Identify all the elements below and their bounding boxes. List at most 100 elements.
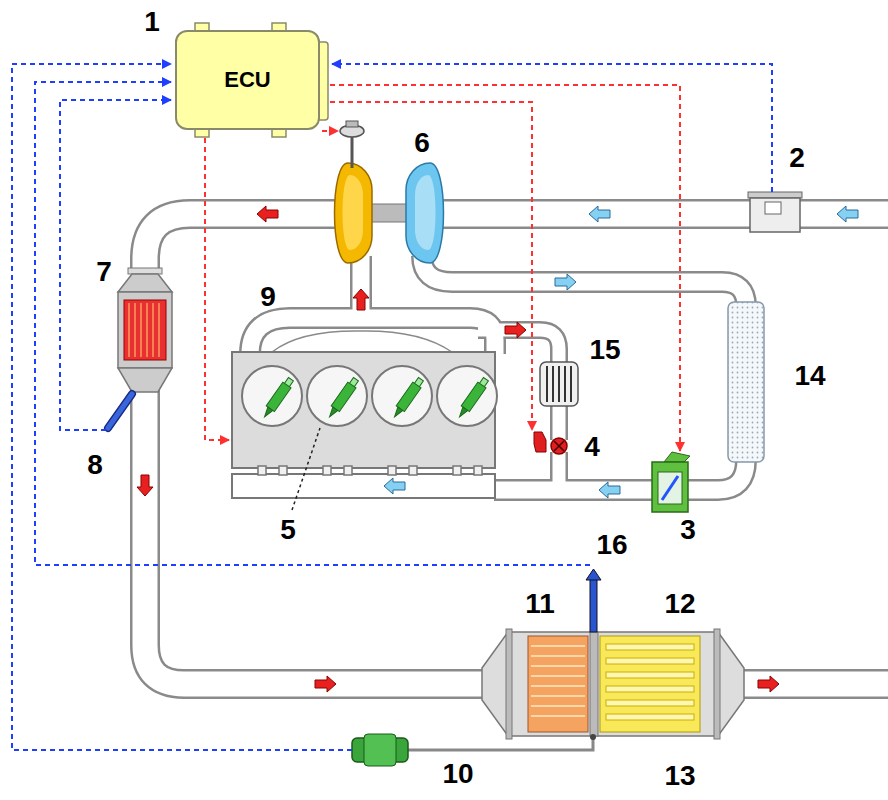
throttle-valve	[652, 462, 688, 512]
cooler-fin	[564, 366, 566, 402]
intake-port	[388, 466, 396, 475]
element-channel	[531, 715, 585, 717]
cooler-fin	[558, 366, 560, 402]
flow-arrow	[353, 289, 369, 310]
exhaust-pipe	[145, 214, 338, 274]
intake-port	[474, 466, 482, 475]
flow-arrow	[384, 478, 405, 494]
pressure-sensor	[364, 734, 396, 766]
element-channel	[531, 665, 585, 667]
callout-number: 8	[87, 451, 103, 479]
flow-arrow	[589, 206, 610, 222]
flow-arrow	[555, 274, 576, 290]
exhaust-sensor	[108, 394, 132, 428]
throttle-actuator	[664, 452, 690, 462]
aftertreatment-can	[508, 632, 718, 736]
catalyst-channel	[134, 303, 136, 357]
catalyst-channel	[158, 303, 160, 357]
filter-channel	[606, 714, 694, 720]
callout-number: 10	[442, 760, 473, 788]
throttle-valve	[658, 472, 682, 504]
element-channel	[531, 675, 585, 677]
compressor	[406, 163, 444, 263]
catalyst-channel	[146, 303, 148, 357]
filter-channel	[606, 686, 694, 692]
control-signal	[330, 85, 680, 451]
catalyst-core	[124, 300, 166, 360]
wastegate-actuator	[346, 121, 358, 127]
temperature-sensor	[590, 578, 597, 632]
callout-number: 2	[789, 144, 805, 172]
intake-port	[453, 466, 461, 475]
flow-arrow	[257, 206, 278, 222]
can-collar	[506, 629, 512, 739]
callout-number: 3	[680, 516, 696, 544]
flow-arrow	[505, 322, 526, 338]
particulate-filter	[600, 636, 700, 732]
cooler-fin	[552, 366, 554, 402]
catalyst-collar	[128, 268, 162, 274]
filter-channel	[606, 672, 694, 678]
injector	[455, 376, 490, 419]
exhaust-manifold	[250, 318, 495, 354]
egr-cooler	[540, 362, 578, 406]
filter-channel	[606, 644, 694, 650]
compressor-highlight	[415, 175, 436, 250]
catalyst-channel	[140, 303, 142, 357]
ecu-label: ECU	[224, 67, 270, 93]
element-channel	[531, 655, 585, 657]
intake-port	[279, 466, 287, 475]
intake-pipe	[442, 199, 888, 229]
element-channel	[531, 695, 585, 697]
intake-pipe	[442, 202, 888, 227]
filter-channel	[606, 658, 694, 664]
catalyst-housing	[118, 274, 172, 292]
tailpipe	[742, 669, 888, 699]
callout-number: 11	[525, 590, 555, 618]
element-channel	[531, 685, 585, 687]
egr-actuator	[534, 432, 546, 452]
element-channel	[531, 645, 585, 647]
exhaust-pipe	[145, 214, 338, 274]
intake-port	[323, 466, 331, 475]
sensor-signal	[60, 100, 171, 430]
pressure-line	[408, 737, 593, 750]
can-separator	[590, 632, 598, 736]
callout-number: 9	[260, 283, 276, 311]
cylinder	[437, 366, 497, 426]
temperature-sensor	[586, 569, 601, 580]
callout-number: 1	[144, 8, 160, 36]
cylinder	[372, 366, 432, 426]
callout-number: 16	[596, 531, 627, 559]
callout-number: 4	[584, 433, 600, 461]
intake-port	[258, 466, 266, 475]
callout-number: 15	[589, 336, 620, 364]
maf-sensor	[765, 202, 781, 214]
callout-number: 13	[664, 762, 695, 790]
callout-number: 5	[280, 516, 296, 544]
flow-arrow	[599, 482, 620, 498]
intercooler	[728, 302, 764, 462]
intake-manifold	[232, 474, 495, 498]
callout-number: 6	[414, 129, 430, 157]
control-signal	[205, 138, 229, 440]
intake-port	[344, 466, 352, 475]
charge-air-pipe	[688, 460, 746, 490]
catalyst-housing	[118, 368, 172, 392]
egr-valve	[551, 438, 567, 454]
ecu-box: ECU	[175, 30, 320, 130]
flow-arrow	[837, 206, 858, 222]
manifold-runner	[272, 331, 361, 352]
maf-sensor	[748, 192, 802, 198]
can-outlet-cone	[718, 632, 744, 736]
cooler-fin	[570, 366, 572, 402]
wastegate-rod	[351, 136, 354, 168]
can-inlet-cone	[482, 632, 508, 736]
turbine	[335, 163, 373, 263]
flow-arrow	[315, 676, 336, 692]
tailpipe	[742, 672, 888, 697]
catalyst-channel	[128, 303, 130, 357]
maf-sensor	[750, 198, 800, 232]
